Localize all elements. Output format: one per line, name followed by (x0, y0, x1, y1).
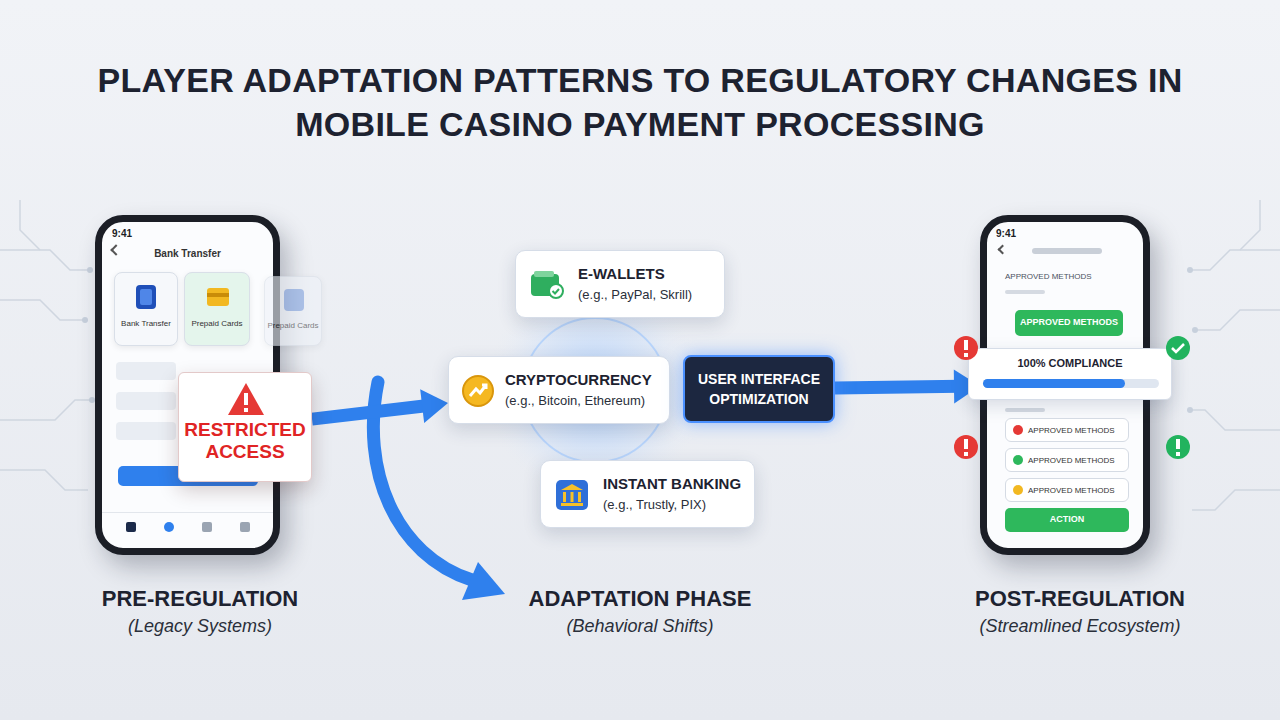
list-row (116, 392, 176, 410)
stage-heading: PRE-REGULATION (50, 586, 350, 612)
method-box: E-WALLETS (e.g., PayPal, Skrill) (515, 250, 725, 318)
warning-badge (954, 435, 978, 459)
node-heading: RESTRICTED ACCESS (183, 419, 307, 463)
action-button: ACTION (1005, 508, 1129, 532)
warning-badge (1166, 435, 1190, 459)
stage-subheading: (Legacy Systems) (50, 616, 350, 637)
icon (226, 381, 266, 417)
icon-graphic (1012, 454, 1024, 466)
icon (134, 283, 158, 311)
compliance-card: 100% COMPLIANCE (968, 348, 1172, 400)
flow-arrow (835, 369, 980, 403)
icon-graphic (205, 285, 231, 309)
node-heading: Prepaid Cards (267, 321, 319, 331)
approved-button: APPROVED METHODS (1015, 310, 1123, 336)
icon-graphic (1012, 484, 1024, 496)
back-chevron (110, 244, 121, 255)
node-heading: Prepaid Cards (187, 319, 247, 329)
node-heading: Bank Transfer (102, 248, 273, 259)
nav-icon (164, 522, 174, 532)
payment-tile: Prepaid Cards (184, 272, 250, 346)
node-subtext: (e.g., PayPal, Skrill) (578, 287, 723, 302)
method-row: APPROVED METHODS (1005, 448, 1129, 472)
method-row: APPROVED METHODS (1005, 478, 1129, 502)
node-heading: INSTANT BANKING (603, 475, 753, 492)
node-heading: APPROVED METHODS (1028, 486, 1128, 495)
icon-graphic (461, 374, 495, 408)
icon (555, 479, 589, 511)
payment-tile: Bank Transfer (114, 272, 178, 346)
icon-graphic (555, 479, 589, 511)
sub-line (1005, 290, 1045, 294)
node-heading: USER INTERFACE OPTIMIZATION (691, 369, 827, 409)
icon (1012, 454, 1024, 466)
icon-graphic (282, 287, 306, 313)
flow-arrow (312, 389, 448, 423)
icon (205, 285, 231, 309)
back-chevron (998, 245, 1008, 255)
node-heading: APPROVED METHODS (1005, 272, 1135, 281)
node-subtext: (e.g., Trustly, PIX) (603, 497, 753, 512)
node-heading: 100% COMPLIANCE (969, 357, 1171, 369)
node-heading: CRYPTOCURRENCY (505, 371, 669, 388)
status-time: 9:41 (112, 228, 132, 239)
icon-graphic (530, 269, 564, 299)
header-bar (1032, 248, 1102, 254)
node-heading: APPROVED METHODS (1028, 426, 1128, 435)
sub-line (1005, 408, 1045, 412)
icon (530, 269, 564, 299)
list-row (116, 362, 176, 380)
icon (1012, 424, 1024, 436)
icon (461, 374, 495, 408)
arrow-head (420, 389, 448, 423)
icon (1012, 484, 1024, 496)
node-heading: ACTION (1005, 514, 1129, 524)
stage-heading: ADAPTATION PHASE (490, 586, 790, 612)
stage-subheading: (Streamlined Ecosystem) (930, 616, 1230, 637)
node-heading: Bank Transfer (117, 319, 175, 329)
diagram-title: PLAYER ADAPTATION PATTERNS TO REGULATORY… (60, 58, 1220, 146)
stage-heading: POST-REGULATION (930, 586, 1230, 612)
icon-graphic (226, 381, 266, 417)
method-box: CRYPTOCURRENCY (e.g., Bitcoin, Ethereum) (448, 356, 670, 424)
arrow-shaft (312, 405, 428, 419)
list-row (116, 422, 176, 440)
status-time: 9:41 (996, 228, 1016, 239)
nav-icon (126, 522, 136, 532)
check-badge (1166, 336, 1190, 360)
phone-legacy: Bank TransferBank TransferPrepaid CardsP… (95, 215, 280, 555)
warning-badge (954, 336, 978, 360)
arrow-shaft (835, 386, 960, 388)
method-row: APPROVED METHODS (1005, 418, 1129, 442)
icon (282, 287, 306, 313)
progress-fill (983, 379, 1125, 388)
icon-graphic (1012, 424, 1024, 436)
payment-tile-faded: Prepaid Cards (264, 276, 322, 346)
node-subtext: (e.g., Bitcoin, Ethereum) (505, 393, 669, 408)
process-box: USER INTERFACE OPTIMIZATION (683, 355, 835, 423)
nav-icon (202, 522, 212, 532)
node-heading: APPROVED METHODS (1015, 317, 1123, 327)
node-heading: E-WALLETS (578, 265, 723, 282)
restricted-alert: RESTRICTED ACCESS (178, 372, 312, 482)
stage-subheading: (Behavioral Shifts) (490, 616, 790, 637)
nav-bar (102, 512, 273, 513)
node-heading: APPROVED METHODS (1028, 456, 1128, 465)
icon-graphic (134, 283, 158, 311)
phone-compliant: APPROVED METHODSAPPROVED METHODS100% COM… (980, 215, 1150, 555)
nav-icon (240, 522, 250, 532)
method-box: INSTANT BANKING (e.g., Trustly, PIX) (540, 460, 755, 528)
